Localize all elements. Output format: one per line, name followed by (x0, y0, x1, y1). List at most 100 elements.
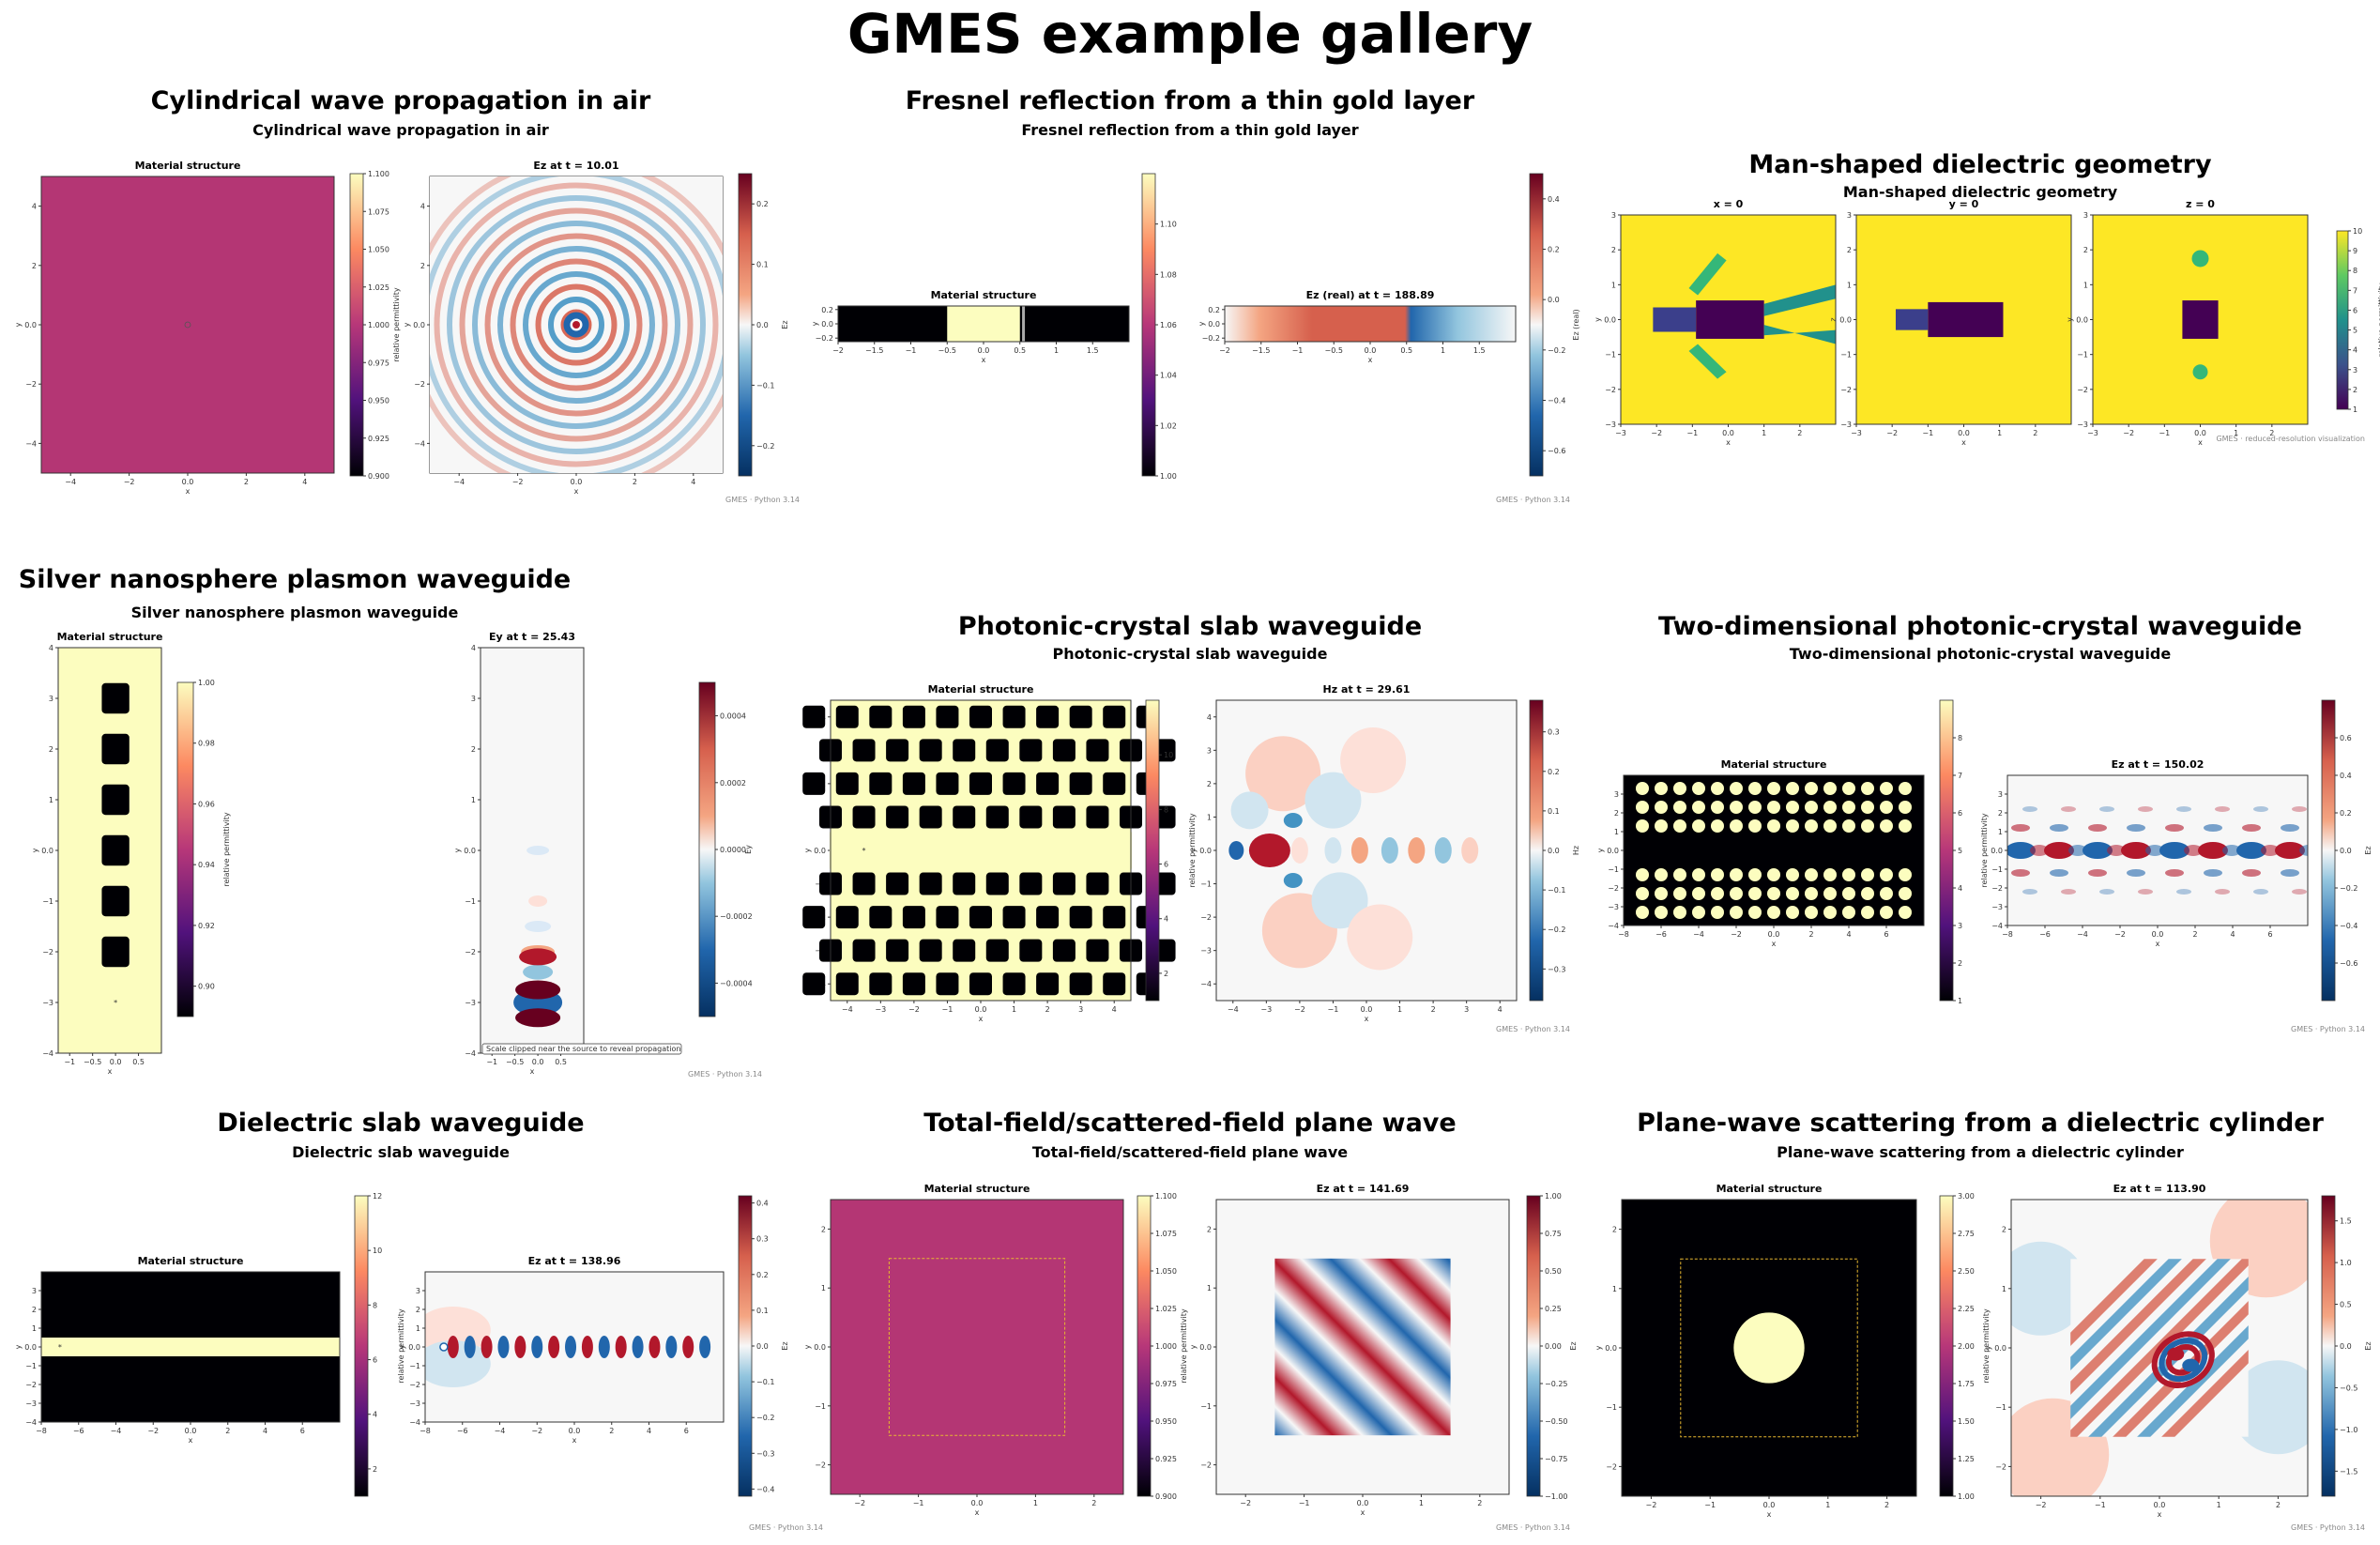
evanescent-lobe (2050, 869, 2068, 877)
mode-lobe (2044, 842, 2074, 859)
x-tick-label: 0.5 (555, 1058, 567, 1066)
crystal-hole (802, 705, 826, 728)
evanescent-lobe (2281, 824, 2299, 832)
y-tick-label: 2 (1611, 246, 1616, 254)
field-lobe (1304, 772, 1362, 829)
crystal-hole (886, 805, 909, 829)
colorbar-tick-label: 4 (373, 1411, 377, 1419)
y-tick-label: −1 (1991, 865, 2003, 874)
crystal-hole (919, 739, 942, 762)
colorbar-tick-label: 0.0002 (720, 779, 746, 788)
y-tick-label: −1 (2077, 351, 2088, 359)
y-tick-label: −4 (25, 439, 37, 448)
colorbar (698, 681, 716, 1017)
mode-lobe (648, 1336, 661, 1358)
chart-subtitle: Man-shaped dielectric geometry (1843, 183, 2118, 201)
y-tick-label: 1 (1847, 281, 1852, 289)
x-tick-label: 2 (1431, 1005, 1436, 1014)
colorbar (1939, 699, 1954, 1002)
chart-title: Fresnel reflection from a thin gold laye… (906, 86, 1475, 115)
y-tick-label: −2 (1605, 386, 1616, 394)
y-axis-label: y (31, 848, 39, 852)
y-tick-label: 0.2 (821, 306, 833, 314)
axes-title: Material structure (928, 683, 1034, 696)
x-tick-label: −1 (486, 1058, 497, 1066)
x-tick-label: −4 (453, 478, 465, 486)
x-tick-label: 0.0 (182, 478, 194, 486)
crystal-hole (835, 906, 859, 929)
x-tick-label: 0.0 (2194, 429, 2206, 437)
plot-area (430, 176, 723, 473)
axes-title: Material structure (931, 289, 1037, 301)
axes-title: Material structure (135, 160, 241, 172)
x-tick-label: 0.0 (971, 1499, 984, 1507)
y-tick-label: −2 (1200, 1461, 1212, 1470)
x-tick-label: −1 (2159, 429, 2170, 437)
dielectric-rod (1673, 887, 1686, 900)
x-tick-label: −4 (842, 1005, 853, 1014)
y-tick-label: −1 (1608, 865, 1619, 874)
axes-frame (1623, 774, 1925, 926)
x-tick-label: 2 (225, 1427, 230, 1435)
colorbar-tick-label: 0.92 (198, 922, 215, 930)
y-tick-label: 3 (49, 695, 53, 703)
crystal-hole (869, 705, 892, 728)
x-tick-label: −2 (147, 1427, 159, 1435)
dielectric-rod (1673, 801, 1686, 814)
field-lobe (1290, 837, 1308, 864)
x-tick-label: 1 (1012, 1005, 1016, 1014)
colorbar-tick-label: 8 (1958, 734, 1962, 742)
mode-lobe (2299, 845, 2308, 856)
field-lobe (1324, 837, 1342, 864)
leg-lower (1763, 325, 1836, 344)
colorbar-tick-label: 1.10 (1160, 221, 1177, 229)
y-tick-label: −2 (1606, 1462, 1617, 1471)
y-tick-label: −4 (1608, 922, 1619, 930)
y-tick-label: −4 (42, 1049, 53, 1058)
colorbar (1137, 1195, 1152, 1497)
y-tick-label: 1 (416, 1324, 420, 1333)
evanescent-lobe (2292, 806, 2307, 812)
x-tick-label: 2 (1045, 1005, 1050, 1014)
torso (1928, 301, 2004, 338)
x-tick-label: 2 (2269, 429, 2274, 437)
wavefront-ring (447, 195, 706, 454)
y-tick-label: −3 (1840, 421, 1852, 429)
dielectric-rod (1767, 801, 1780, 814)
mode-lobe (531, 1336, 543, 1358)
dielectric-rod (1655, 782, 1668, 795)
mode-lobe (2275, 842, 2305, 859)
crystal-hole (1052, 872, 1076, 895)
wave-band (2070, 1259, 2182, 1370)
x-tick-label: −2 (908, 1005, 920, 1014)
y-axis-label: y (1984, 1345, 1992, 1350)
x-tick-label: 0.0 (2154, 1501, 2166, 1509)
y-axis-label: y (1594, 1345, 1603, 1350)
x-tick-label: −1 (1686, 429, 1698, 437)
y-tick-label: 0.0 (1208, 320, 1220, 329)
crystal-hole (919, 872, 942, 895)
y-tick-label: −3 (1605, 421, 1616, 429)
axes-frame (57, 647, 162, 1054)
dielectric-rod (1899, 887, 1912, 900)
dielectric-rod (1692, 782, 1705, 795)
y-axis-label: y (1594, 317, 1602, 322)
colorbar-tick-label: 2.75 (1958, 1230, 1975, 1238)
colorbar-tick-label: 1.00 (1545, 1192, 1562, 1201)
evanescent-lobe (2050, 824, 2068, 832)
chart-footer: GMES · Python 3.14 (2291, 1523, 2365, 1532)
mode-lobe (615, 1336, 627, 1358)
colorbar (1141, 173, 1156, 477)
crystal-hole (835, 972, 859, 996)
x-axis-label: x (1365, 1015, 1369, 1023)
x-tick-label: −2 (854, 1499, 865, 1507)
x-tick-label: 1.5 (1473, 346, 1486, 355)
colorbar-tick-label: 0.950 (1155, 1417, 1177, 1426)
evanescent-lobe (2099, 806, 2114, 812)
field-lobe (1228, 841, 1244, 860)
y-tick-label: −2 (465, 948, 476, 956)
field-lobe (1245, 736, 1321, 812)
colorbar-tick-label: 0.2 (1548, 246, 1560, 254)
field-lobe (525, 921, 552, 932)
